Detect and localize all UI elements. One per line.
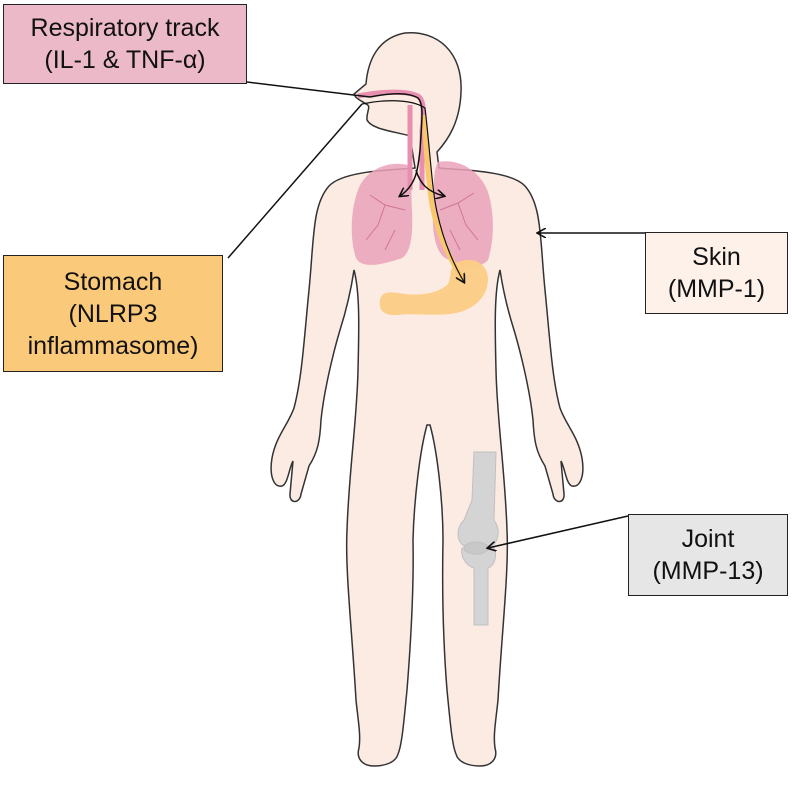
respiratory-title: Respiratory track (30, 14, 220, 42)
stomach-marker-line2: inflammasome) (27, 331, 199, 360)
skin-title: Skin (692, 243, 741, 271)
esophagus (421, 114, 465, 280)
stomach-marker-line1: (NLRP3 (68, 299, 158, 328)
respiratory-track-label: Respiratory track (IL-1 & TNF-α) (3, 4, 247, 84)
joint-label: Joint (MMP-13) (628, 514, 788, 596)
joint-marker: (MMP-13) (652, 557, 764, 585)
resp-airflow-arrow (369, 93, 423, 196)
bronchi (365, 192, 479, 251)
skin-marker: (MMP-1) (667, 275, 766, 303)
respiratory-markers: (IL-1 & TNF-α) (44, 46, 206, 74)
stomach-pointer-arrow (361, 100, 464, 282)
knee-bones (457, 451, 499, 626)
resp-airflow-arrow-right (415, 169, 444, 196)
stomach-pointer-line (227, 103, 363, 259)
joint-title: Joint (681, 525, 735, 553)
stomach-title: Stomach (63, 267, 163, 296)
joint-arrow (488, 515, 629, 548)
body-outline (270, 32, 584, 767)
resp-pointer-line (246, 81, 371, 98)
stomach-label: Stomach (NLRP3 inflammasome) (3, 255, 223, 372)
skin-label: Skin (MMP-1) (645, 232, 788, 314)
